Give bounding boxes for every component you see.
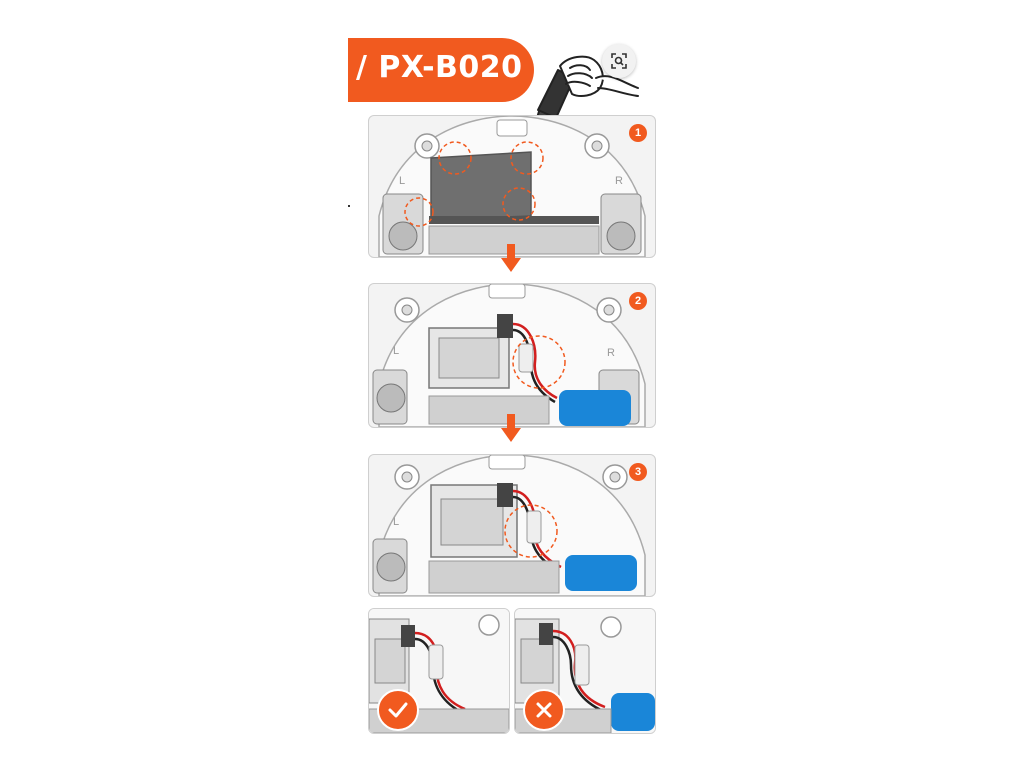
step-3-badge: 3: [629, 463, 647, 481]
model-label: / PX-B020: [356, 50, 523, 85]
robot-underside-step-2: L R: [369, 284, 655, 427]
step-1-badge: 1: [629, 124, 647, 142]
checkmark-icon: [387, 699, 409, 721]
svg-text:R: R: [607, 347, 615, 359]
stray-dot: [348, 205, 350, 207]
svg-text:L: L: [393, 345, 399, 357]
correct-connection-panel: [368, 608, 510, 734]
step-3-panel: L 3: [368, 454, 656, 597]
svg-text:L: L: [393, 516, 399, 528]
cross-icon: [533, 699, 555, 721]
incorrect-badge: [523, 689, 565, 731]
svg-text:R: R: [615, 175, 623, 187]
visual-search-button[interactable]: [602, 44, 636, 78]
down-arrow-icon: [500, 244, 522, 274]
correct-badge: [377, 689, 419, 731]
down-arrow-icon: [500, 414, 522, 444]
step-1-panel: L R 1: [368, 115, 656, 258]
lens-search-icon: [610, 52, 628, 70]
robot-underside-step-3: L: [369, 455, 655, 596]
step-2-panel: L R 2: [368, 283, 656, 428]
step-2-badge: 2: [629, 292, 647, 310]
svg-text:L: L: [399, 175, 405, 187]
robot-underside-step-1: L R: [369, 116, 655, 257]
incorrect-connection-panel: [514, 608, 656, 734]
